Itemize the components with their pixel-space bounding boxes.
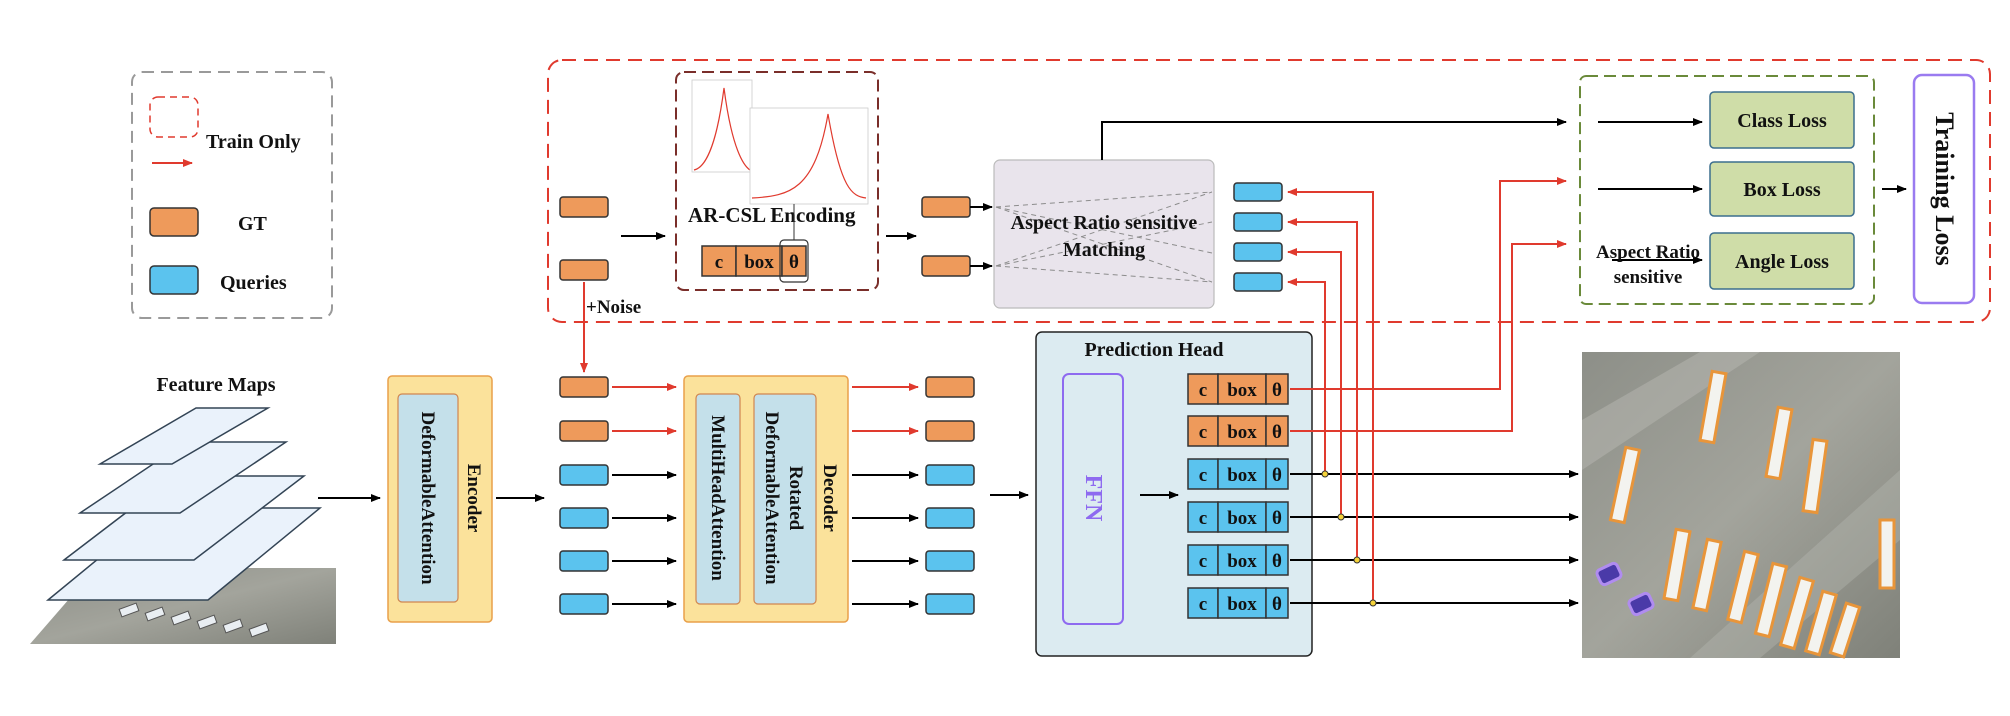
svg-text:c: c [715, 252, 723, 273]
encoder-label: Encoder [463, 464, 484, 533]
ffn-box [1062, 373, 1124, 625]
encoder-block: DeformableAttention Encoder [387, 375, 493, 623]
legend-queries-label: Queries [220, 272, 287, 294]
rotated-label: Rotated [785, 466, 806, 531]
svg-text:θ: θ [1272, 465, 1282, 486]
box-loss-box [1709, 161, 1855, 217]
svg-text:θ: θ [1272, 508, 1282, 529]
class-loss-label: Class Loss [1737, 110, 1827, 132]
matching-label-line2: Matching [1063, 239, 1145, 261]
matching-label-line1: Aspect Ratio sensitive [1011, 212, 1198, 234]
aspect-ratio-label-line2: sensitive [1614, 267, 1683, 288]
feature-map-layer-1 [97, 407, 271, 465]
svg-text:θ: θ [1272, 380, 1282, 401]
svg-text:box: box [1227, 594, 1257, 615]
gt-input-1 [559, 196, 609, 218]
training-loss-label: Training Loss [1930, 112, 1959, 265]
matching-query-3 [1233, 242, 1283, 262]
prediction-row-query-1: c box θ [1187, 458, 1289, 490]
svg-text:c: c [1199, 422, 1207, 443]
box-loss-label: Box Loss [1743, 179, 1820, 201]
prediction-row-gt-1: c box θ [1187, 373, 1289, 405]
decoder-label: Decoder [819, 464, 840, 532]
svg-text:box: box [1227, 508, 1257, 529]
legend: Train Only GT Queries [131, 71, 333, 319]
decoder-input-gt-1 [559, 376, 609, 398]
feature-map-layer-2 [77, 441, 289, 514]
decoder-input-query-4 [559, 593, 609, 615]
ar-csl-encoding-block: AR-CSL Encoding c box θ [675, 71, 879, 291]
decoder-output-query-4 [925, 593, 975, 615]
class-loss-box [1709, 91, 1855, 149]
gt-input-2 [559, 259, 609, 281]
svg-text:c: c [1199, 551, 1207, 572]
encoded-gt-2 [921, 255, 971, 277]
encoded-box-row: c box θ [701, 204, 809, 283]
ffn-label: FFN [1080, 475, 1106, 522]
svg-text:θ: θ [1272, 551, 1282, 572]
prediction-head-label: Prediction Head [1084, 339, 1223, 361]
training-loss-block: Training Loss [1912, 73, 1976, 305]
svg-text:box: box [1227, 380, 1257, 401]
decoder-output-query-1 [925, 464, 975, 486]
decoder-input-query-2 [559, 507, 609, 529]
matching-query-2 [1233, 212, 1283, 232]
matching-query-4 [1233, 272, 1283, 292]
prediction-row-query-3: c box θ [1187, 544, 1289, 576]
legend-gt-swatch [149, 207, 199, 237]
svg-text:c: c [1199, 380, 1207, 401]
noise-label: +Noise [586, 297, 641, 318]
multihead-attention-label: MultiHeadAttention [707, 415, 728, 581]
feature-maps-label: Feature Maps [156, 374, 275, 396]
decoder-block: MultiHeadAttention DeformableAttention R… [683, 375, 849, 623]
decoder-input-gt-2 [559, 420, 609, 442]
svg-text:c: c [1199, 465, 1207, 486]
ar-csl-encoding-label: AR-CSL Encoding [688, 203, 856, 227]
train-only-region [547, 59, 1991, 323]
svg-text:c: c [1199, 594, 1207, 615]
decoder-input-query-3 [559, 550, 609, 572]
prediction-row-query-4: c box θ [1187, 587, 1289, 619]
aspect-ratio-label-line1: Aspect Ratio [1596, 242, 1700, 263]
svg-text:box: box [1227, 551, 1257, 572]
matching-query-1 [1233, 182, 1283, 202]
decoder-output-gt-2 [925, 420, 975, 442]
angle-loss-label: Angle Loss [1735, 251, 1829, 273]
svg-text:θ: θ [1272, 594, 1282, 615]
legend-gt-label: GT [238, 213, 268, 235]
svg-text:θ: θ [789, 252, 799, 273]
decoder-output-gt-1 [925, 376, 975, 398]
train-only-swatch [149, 96, 199, 138]
svg-text:c: c [1199, 508, 1207, 529]
decoder-output-query-3 [925, 550, 975, 572]
angle-loss-box [1709, 232, 1855, 290]
svg-text:θ: θ [1272, 422, 1282, 443]
decoder-input-query-1 [559, 464, 609, 486]
svg-text:box: box [1227, 465, 1257, 486]
prediction-row-query-2: c box θ [1187, 501, 1289, 533]
encoded-gt-1 [921, 196, 971, 218]
deformable-attention-label: DeformableAttention [417, 411, 438, 585]
feature-maps-stack [30, 407, 336, 644]
loss-region: Class Loss Box Loss Angle Loss Aspect Ra… [1579, 75, 1875, 305]
decoder-output-query-2 [925, 507, 975, 529]
legend-train-only-label: Train Only [206, 131, 301, 153]
matching-block: Aspect Ratio sensitive Matching [993, 159, 1215, 309]
rotated-deformable-attention-label: DeformableAttention [761, 411, 782, 585]
prediction-row-gt-2: c box θ [1187, 415, 1289, 447]
svg-text:box: box [1227, 422, 1257, 443]
svg-text:box: box [744, 252, 774, 273]
legend-query-swatch [149, 265, 199, 295]
output-detection-image [1582, 352, 1900, 659]
